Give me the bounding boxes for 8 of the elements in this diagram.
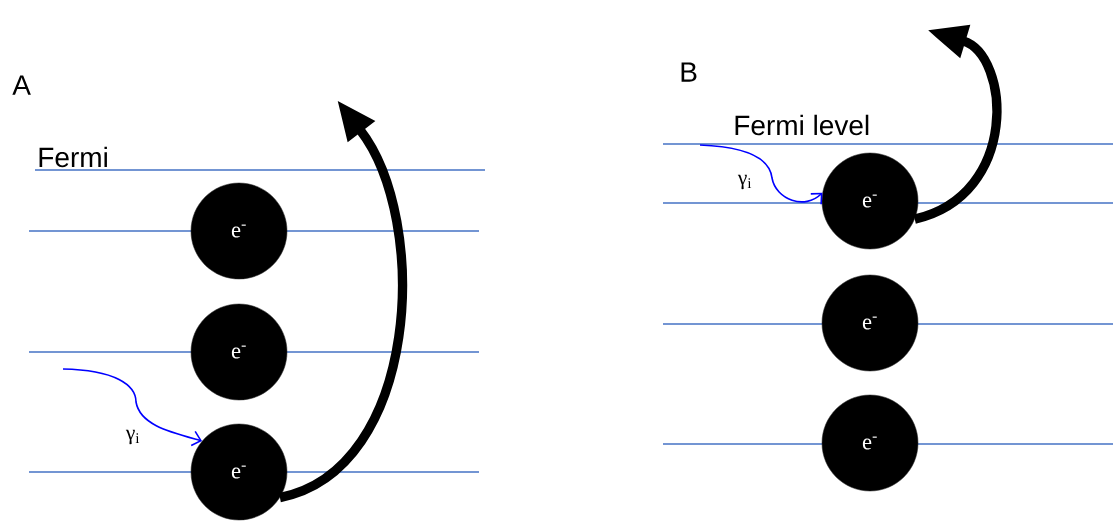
level-label: Fermi level	[735, 114, 869, 136]
edge-label: γ$_{i}$	[124, 428, 142, 446]
edge-label: γ$_{i}$	[736, 173, 754, 191]
level-label: Fermi	[39, 146, 107, 168]
panel-label: A	[12, 75, 31, 95]
arrow	[699, 144, 823, 206]
arrow	[62, 368, 203, 447]
panel-label: B	[681, 62, 697, 82]
